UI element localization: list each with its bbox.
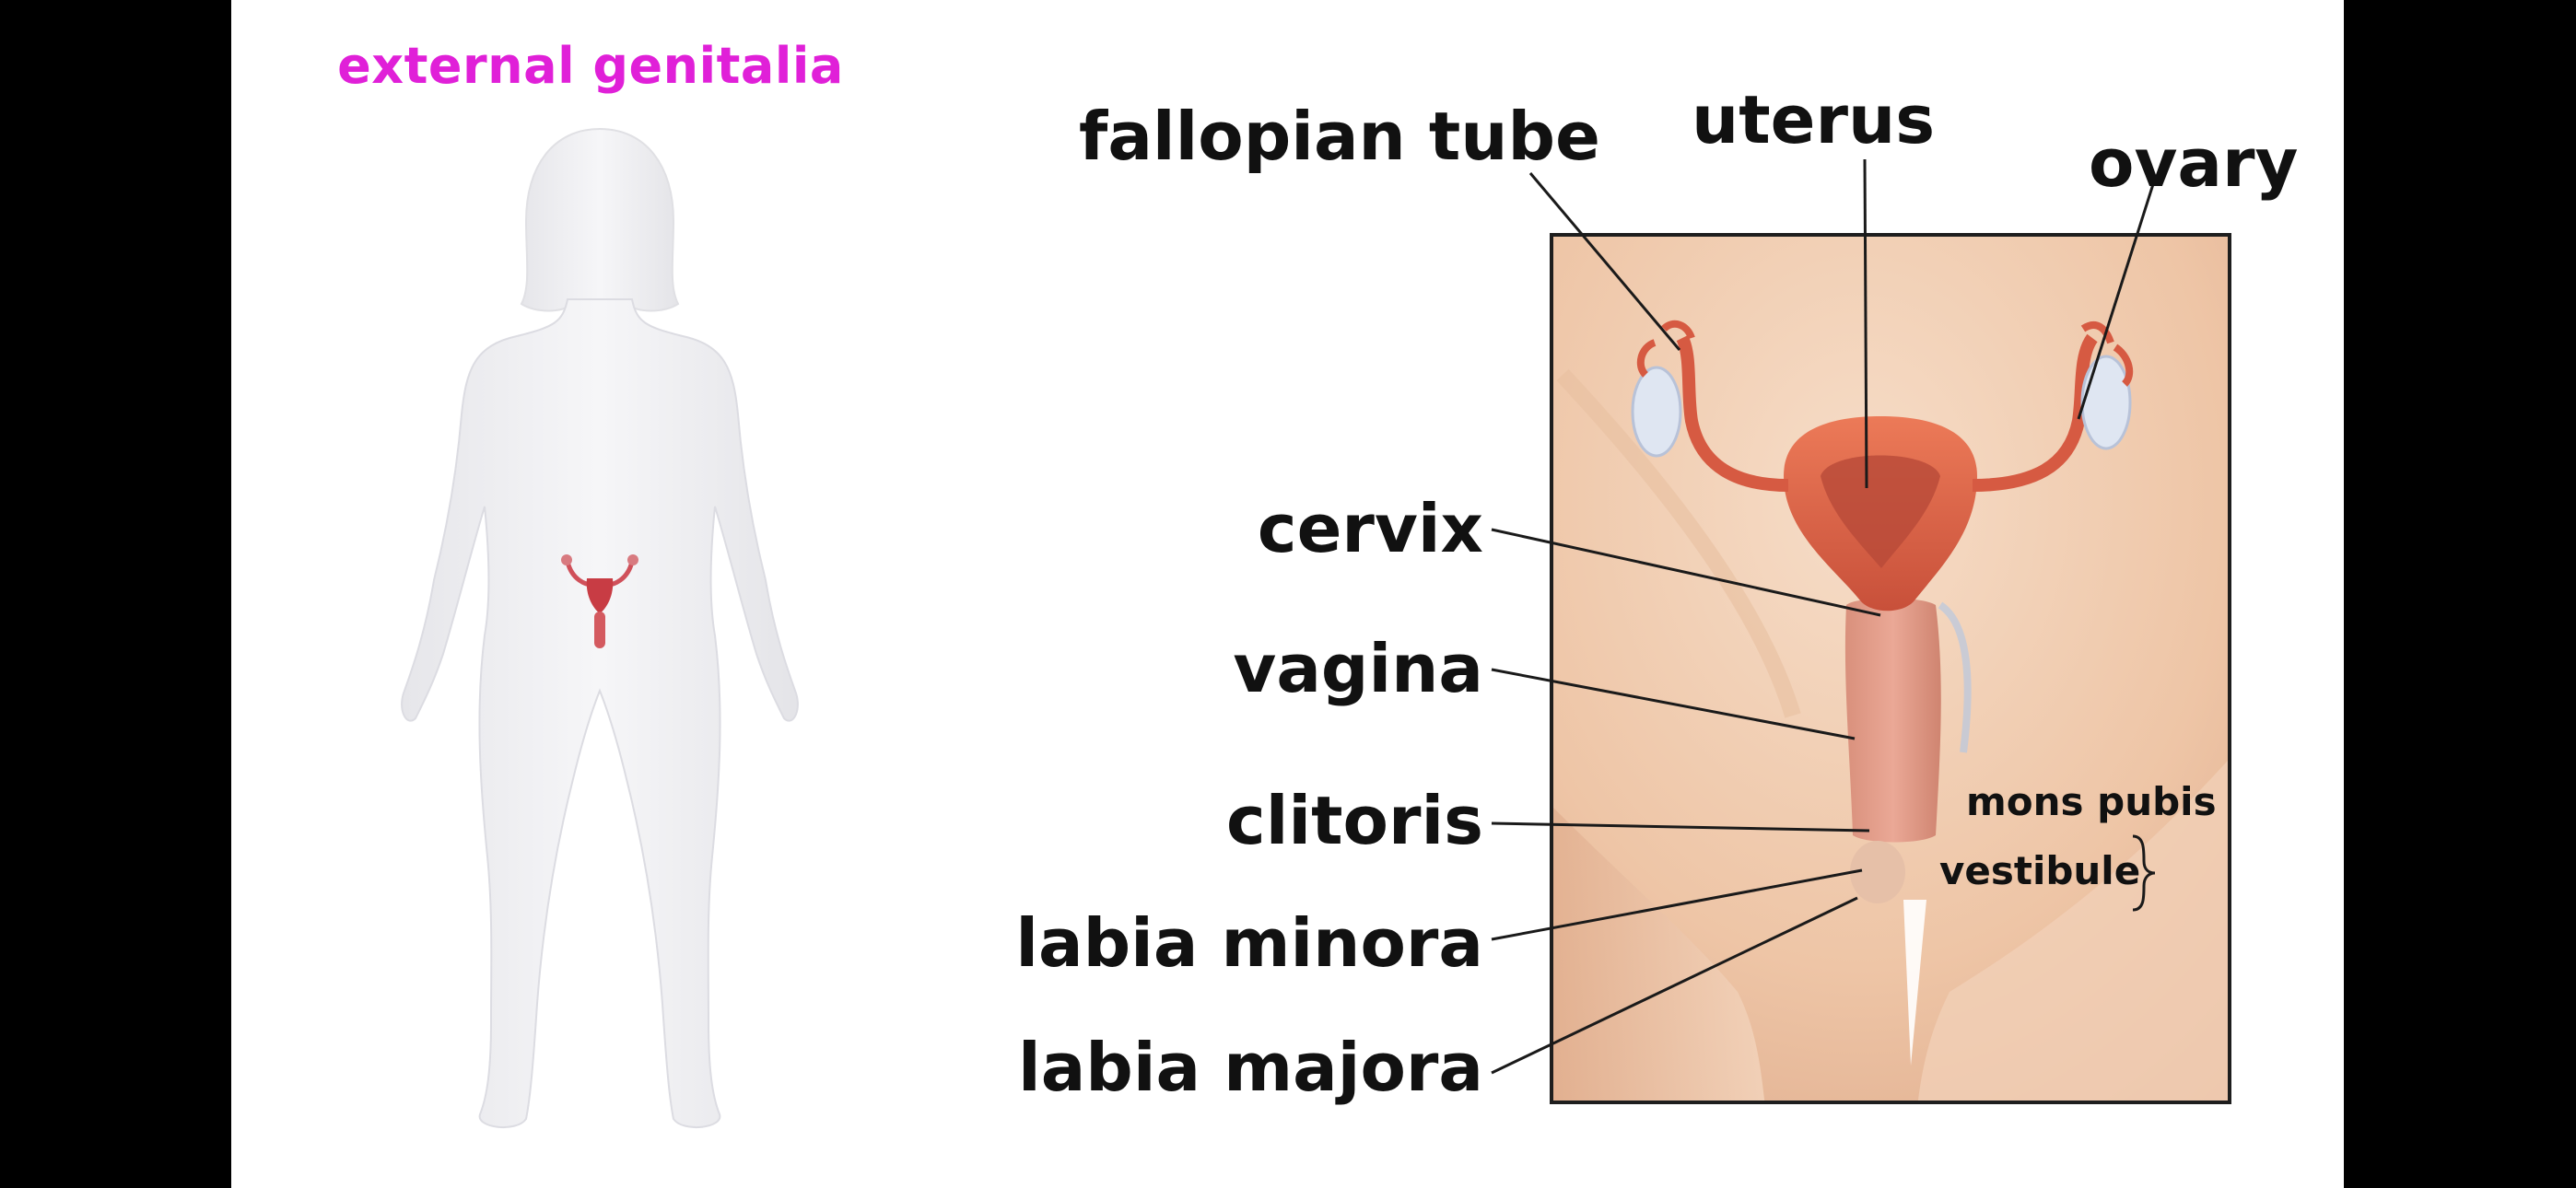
label-cervix: cervix xyxy=(1257,490,1483,567)
label-ovary: ovary xyxy=(2089,124,2299,202)
anatomy-inset xyxy=(1550,233,2231,1104)
head-shape xyxy=(520,127,680,312)
fallopian-tube-left xyxy=(1676,334,1789,492)
label-uterus: uterus xyxy=(1692,81,1936,158)
label-fallopian-tube: fallopian tube xyxy=(1079,98,1600,175)
ovary-right xyxy=(2080,355,2132,450)
section-title: external genitalia xyxy=(337,37,844,95)
body-silhouette xyxy=(401,127,799,1129)
label-vestibule: vestibule xyxy=(1939,848,2141,893)
label-mons-pubis: mons pubis xyxy=(1966,779,2217,824)
diagram-frame: external genitalia xyxy=(231,0,2344,1188)
label-labia-minora: labia minora xyxy=(1015,904,1483,982)
torso-shape xyxy=(401,298,799,1129)
vagina-shape xyxy=(1844,598,1941,843)
label-labia-majora: labia majora xyxy=(1018,1029,1483,1106)
organ-highlight xyxy=(561,554,638,648)
label-clitoris: clitoris xyxy=(1226,782,1483,859)
vestibule-shape xyxy=(1850,841,1905,903)
anatomy-illustration xyxy=(1553,237,2228,1101)
ovary-left xyxy=(1631,366,1682,458)
label-vagina: vagina xyxy=(1233,630,1483,707)
